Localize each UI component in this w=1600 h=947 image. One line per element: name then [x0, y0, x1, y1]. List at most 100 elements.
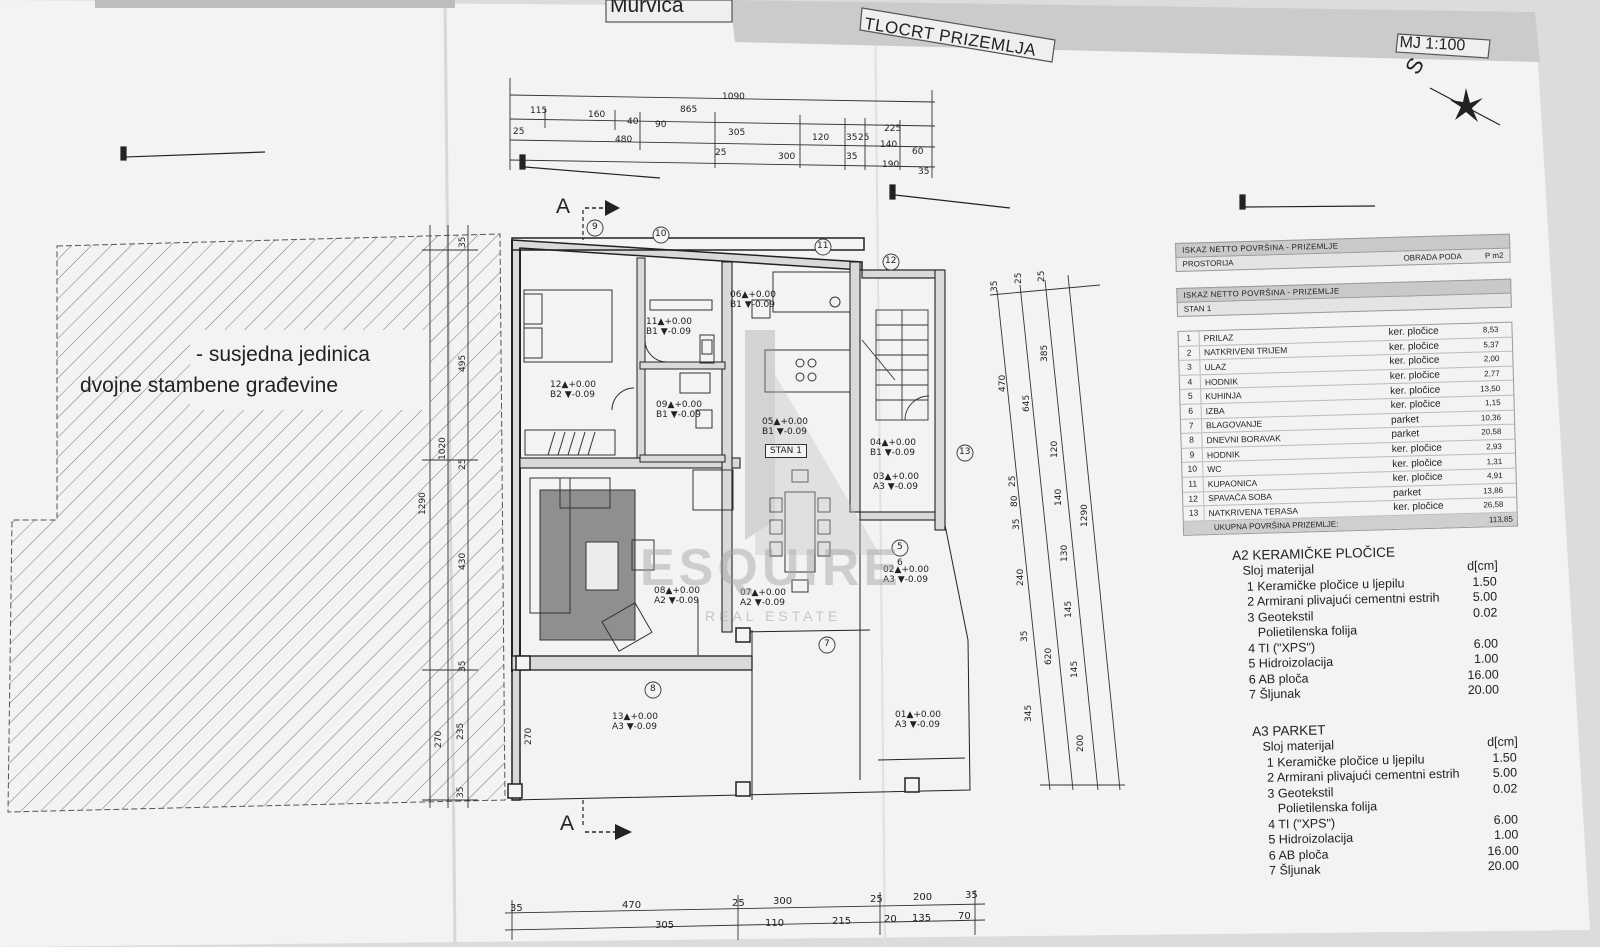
dim-bottom: 470 — [622, 900, 642, 911]
top-dimension-lines — [509, 78, 936, 178]
dim-left: 1290 — [418, 492, 428, 515]
dim-top: 305 — [728, 128, 746, 138]
axis-marker-circles — [586, 219, 974, 699]
dim-bottom: 35 — [510, 903, 523, 914]
dim-right: 240 — [1016, 568, 1026, 586]
axis-marker: 7 — [824, 639, 830, 649]
unit-tag: STAN 1 — [765, 444, 807, 458]
left-dimension-lines — [422, 225, 478, 808]
dim-right: 35 — [1020, 630, 1030, 642]
dim-top: 300 — [778, 152, 796, 162]
col-floor: OBRADA PODA — [1403, 252, 1462, 263]
neighbor-unit-hatch — [7, 233, 506, 813]
dim-bottom: 35 — [965, 890, 978, 901]
dim-top: 865 — [680, 105, 698, 115]
dim-right: 145 — [1070, 660, 1080, 678]
level-markers — [120, 146, 1376, 210]
dim-right: 25 — [1014, 272, 1024, 284]
dim-right: 620 — [1044, 647, 1054, 665]
scale-label: MJ 1:100 — [1399, 34, 1466, 55]
dim-left: 25 — [458, 458, 468, 470]
dim-right: 145 — [1064, 600, 1074, 618]
watermark-sub: REAL ESTATE — [705, 608, 842, 624]
neighbor-note-line2: dvojne stambene građevine — [80, 374, 339, 397]
dim-bottom: 20 — [884, 914, 897, 925]
dim-top: 40 — [627, 117, 639, 127]
dim-top: 35 — [846, 133, 858, 143]
kitchen-units — [692, 271, 851, 511]
dim-top: 160 — [588, 110, 606, 120]
dim-top: 140 — [880, 140, 898, 150]
staircase — [861, 309, 930, 421]
section-marker-bottom: A — [560, 812, 575, 835]
dim-right: 25 — [1008, 475, 1018, 487]
dim-bottom: 215 — [832, 916, 852, 927]
dim-right: 470 — [998, 374, 1008, 392]
axis-marker: 13 — [959, 447, 971, 457]
dim-top: 225 — [884, 124, 902, 134]
dim-right: 140 — [1054, 488, 1064, 506]
dim-bottom: 300 — [773, 896, 793, 907]
dim-left: 270 — [434, 730, 444, 748]
top-band-left — [95, 0, 455, 8]
axis-marker: 6 — [897, 558, 903, 568]
dim-right: 35 — [1012, 518, 1022, 530]
dim-bottom: 110 — [765, 918, 785, 929]
dim-top: 90 — [655, 120, 667, 130]
dim-bottom: 305 — [655, 920, 675, 931]
axis-marker: 5 — [897, 542, 903, 552]
col-area: P m2 — [1484, 250, 1504, 261]
dim-top: 60 — [912, 147, 924, 157]
dim-left: 495 — [458, 354, 468, 372]
axis-marker: 9 — [592, 222, 598, 232]
dim-top: 25 — [858, 133, 870, 143]
area-table: ISKAZ NETTO POVRŠINA - PRIZEMLJE PROSTOR… — [1175, 233, 1519, 536]
dim-right: 80 — [1010, 495, 1020, 507]
dim-top: 120 — [812, 133, 830, 143]
dim-right: 25 — [1037, 270, 1047, 282]
location-label: Murvica — [610, 0, 684, 17]
dim-right: 130 — [1060, 544, 1070, 562]
neighbor-note-line1: - susjedna jedinica — [196, 343, 370, 366]
building-walls — [507, 237, 971, 801]
fold-line — [874, 0, 886, 947]
bed — [523, 289, 635, 456]
neighbor-label-bg — [190, 330, 430, 410]
dim-right: 385 — [1040, 344, 1050, 362]
dim-top: 35 — [846, 152, 858, 162]
dim-right: 200 — [1076, 734, 1086, 752]
bottom-dimension-lines — [504, 890, 986, 940]
dim-right: 120 — [1050, 440, 1060, 458]
section-marker-top: A — [556, 195, 571, 218]
dim-bottom: 25 — [732, 898, 745, 909]
dim-top: 25 — [513, 127, 525, 137]
living-room-furniture — [529, 477, 699, 655]
dim-top: 190 — [882, 160, 900, 170]
dim-right: 1290 — [1080, 504, 1090, 527]
dim-top: 480 — [615, 135, 633, 145]
dim-left: 35 — [456, 786, 466, 798]
dim-top: 35 — [918, 167, 930, 177]
watermark-brand: ESQUIRE — [640, 539, 903, 597]
dim-left: 430 — [458, 552, 468, 570]
dim-left: 235 — [456, 722, 466, 740]
axis-marker: 12 — [885, 256, 897, 266]
dim-bottom: 135 — [912, 913, 932, 924]
dim-left: 1020 — [438, 437, 448, 460]
dim-right: 35 — [990, 280, 1000, 292]
right-dimension-lines — [989, 274, 1125, 791]
watermark-logo — [745, 330, 880, 555]
